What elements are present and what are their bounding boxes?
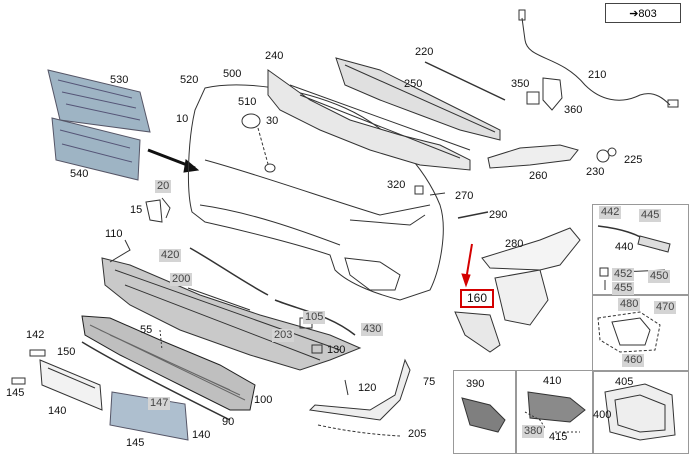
part-label: 500 xyxy=(223,68,242,80)
part-label: 110 xyxy=(105,228,123,240)
highlighted-part-label[interactable]: 160 xyxy=(460,289,495,308)
part-label: 452 xyxy=(612,268,635,281)
part-label: 220 xyxy=(415,46,434,58)
lower-spoiler-110 xyxy=(101,239,362,371)
strip-90 xyxy=(81,341,231,421)
grille-390 xyxy=(461,397,506,433)
part-label: 445 xyxy=(639,209,662,222)
part-label: 320 xyxy=(387,179,406,191)
bracket-20 xyxy=(145,199,163,223)
part-label: 150 xyxy=(57,346,76,358)
part-label: 450 xyxy=(648,270,671,283)
strip-205 xyxy=(317,424,401,437)
bracket-260 xyxy=(487,144,579,169)
strip-290 xyxy=(457,211,489,219)
bolt-120 xyxy=(344,379,349,396)
grille-100 xyxy=(81,315,256,411)
part-label: 100 xyxy=(254,394,273,406)
part-label: 290 xyxy=(489,209,508,221)
part-label: 270 xyxy=(455,190,474,202)
part-label: 430 xyxy=(361,323,384,336)
part-label: 147 xyxy=(148,397,171,410)
part-label: 442 xyxy=(599,206,622,219)
air-guide-540 xyxy=(51,117,141,181)
part-label: 145 xyxy=(6,387,25,399)
grille-410 xyxy=(527,391,586,423)
part-label: 140 xyxy=(48,405,67,417)
part-label: 55 xyxy=(140,324,153,336)
part-label: 530 xyxy=(110,74,129,86)
part-label: 200 xyxy=(170,273,193,286)
part-label: 540 xyxy=(70,168,89,180)
trim-460 xyxy=(597,311,661,353)
strip-200 xyxy=(189,247,269,296)
part-label: 145 xyxy=(126,437,145,449)
clip-130 xyxy=(311,344,323,354)
strip-220 xyxy=(424,61,506,101)
part-label: 380 xyxy=(522,425,545,438)
bracket-360 xyxy=(542,77,563,111)
part-label: 455 xyxy=(612,282,635,295)
part-label: 142 xyxy=(26,329,45,341)
part-label: 400 xyxy=(593,409,612,421)
sensor-350 xyxy=(526,91,540,105)
part-label: 470 xyxy=(654,301,677,314)
part-label: 360 xyxy=(564,104,583,116)
part-label: 510 xyxy=(238,96,257,108)
part-label: 480 xyxy=(618,298,641,311)
part-label: 105 xyxy=(303,311,326,324)
part-label: 415 xyxy=(549,431,568,443)
part-label: 205 xyxy=(408,428,427,440)
highlight-arrow xyxy=(465,243,473,281)
detail-panel-390 xyxy=(453,370,517,454)
part-label: 203 xyxy=(272,329,295,342)
part-label: 250 xyxy=(404,78,423,90)
part-label: 10 xyxy=(176,113,189,125)
bolt-142 xyxy=(29,349,46,357)
clip-452 xyxy=(599,267,609,277)
trim-75 xyxy=(308,358,411,421)
clip-320 xyxy=(414,185,424,195)
part-label: 390 xyxy=(466,378,485,390)
part-label: 90 xyxy=(222,416,235,428)
part-label: 225 xyxy=(624,154,643,166)
plate-holder-140 xyxy=(39,359,103,411)
part-label: 15 xyxy=(130,204,143,216)
wiring-harness-210 xyxy=(518,9,679,108)
part-label: 20 xyxy=(155,180,172,193)
part-label: 260 xyxy=(529,170,548,182)
side-grille-280 xyxy=(481,227,581,326)
part-label: 130 xyxy=(327,344,346,356)
part-label: 440 xyxy=(615,241,634,253)
part-label: 420 xyxy=(159,249,182,262)
bolt-55 xyxy=(159,329,163,351)
screw-145 xyxy=(11,377,26,385)
part-label: 230 xyxy=(586,166,605,178)
strip-203 xyxy=(187,287,251,311)
part-label: 405 xyxy=(615,376,634,388)
bumper-carrier-250 xyxy=(267,57,501,171)
part-label: 140 xyxy=(192,429,211,441)
part-label: 350 xyxy=(511,78,530,90)
clip-270 xyxy=(429,192,446,196)
sensor-230 xyxy=(596,149,610,163)
side-insert-160 xyxy=(454,311,501,353)
part-380 xyxy=(524,411,546,429)
part-label: 120 xyxy=(358,382,377,394)
part-label: 460 xyxy=(622,354,645,367)
reference-box[interactable]: ➔803 xyxy=(605,3,681,23)
bumper-cover-10 xyxy=(187,84,444,301)
part-label: 410 xyxy=(543,375,562,387)
part-label: 75 xyxy=(423,376,436,388)
part-label: 30 xyxy=(266,115,279,127)
part-label: 520 xyxy=(180,74,199,86)
air-guide-530 xyxy=(47,69,151,133)
part-label: 210 xyxy=(588,69,607,81)
part-label: 280 xyxy=(505,238,524,250)
part-label: 240 xyxy=(265,50,284,62)
trim-445 xyxy=(637,235,671,253)
